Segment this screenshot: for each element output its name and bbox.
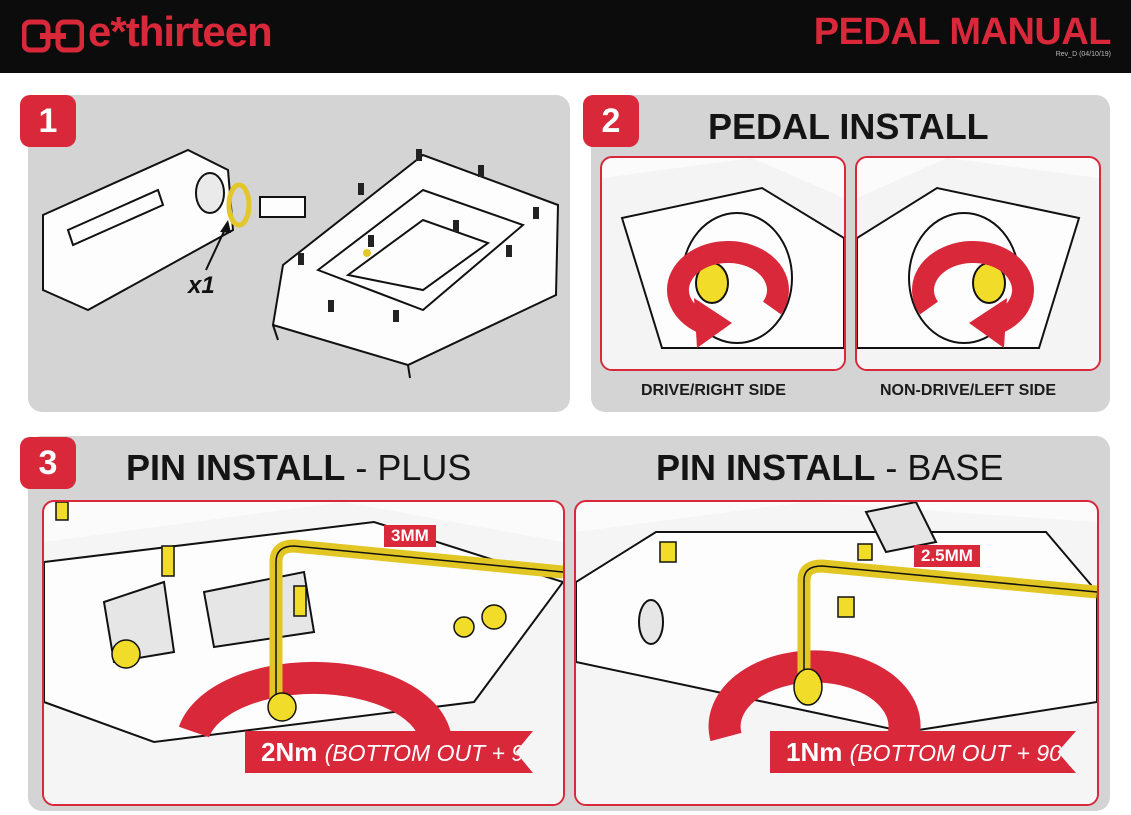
- torque-rotation-arrow-icon: [708, 650, 921, 762]
- hex-key-size-base: 2.5MM: [914, 545, 980, 567]
- non-drive-side-illustration: [857, 158, 1099, 369]
- step3-badge: 3: [20, 437, 76, 489]
- pin-plus-illustration: [44, 502, 563, 804]
- step1-panel: [28, 95, 570, 412]
- pointer-arrow-icon: [205, 226, 227, 271]
- header-bar: e*thirteen PEDAL MANUAL Rev_D (04/10/19): [0, 0, 1131, 73]
- step1-badge: 1: [20, 95, 76, 147]
- washer-quantity: x1: [188, 272, 215, 299]
- pin-icons: [55, 502, 507, 669]
- pin-base-illustration: [576, 502, 1097, 804]
- pedal-install-heading: PEDAL INSTALL: [708, 106, 989, 147]
- pin-icons: [659, 541, 873, 618]
- pedal-crank-illustration: [42, 148, 560, 379]
- drive-side-illustration: [602, 158, 844, 369]
- pin-install-plus-frame: [42, 500, 565, 806]
- revision-note: Rev_D (04/10/19): [1055, 51, 1111, 58]
- non-drive-side-label: NON-DRIVE/LEFT SIDE: [880, 382, 1057, 399]
- drive-side-frame: [600, 156, 846, 371]
- logo-mark-icon: [22, 19, 84, 53]
- torque-spec-plus: 2Nm (BOTTOM OUT + 90°): [245, 731, 533, 773]
- rotation-arrow-counterclockwise-icon: [912, 241, 1034, 337]
- pin-install-base-heading: PIN INSTALL - BASE: [656, 447, 1004, 488]
- rotation-arrow-clockwise-icon: [667, 241, 789, 337]
- torque-spec-base: 1Nm (BOTTOM OUT + 90°): [770, 731, 1076, 773]
- drive-side-label: DRIVE/RIGHT SIDE: [641, 382, 786, 399]
- non-drive-side-frame: [855, 156, 1101, 371]
- brand-name: e*thirteen: [88, 8, 273, 55]
- hex-key-size-plus: 3MM: [384, 525, 436, 547]
- torque-rotation-arrow-icon: [178, 661, 453, 763]
- pin-install-plus-heading: PIN INSTALL - PLUS: [126, 447, 472, 488]
- manual-title: PEDAL MANUAL: [813, 11, 1112, 53]
- washer-icon: [226, 182, 252, 228]
- step2-badge: 2: [583, 95, 639, 147]
